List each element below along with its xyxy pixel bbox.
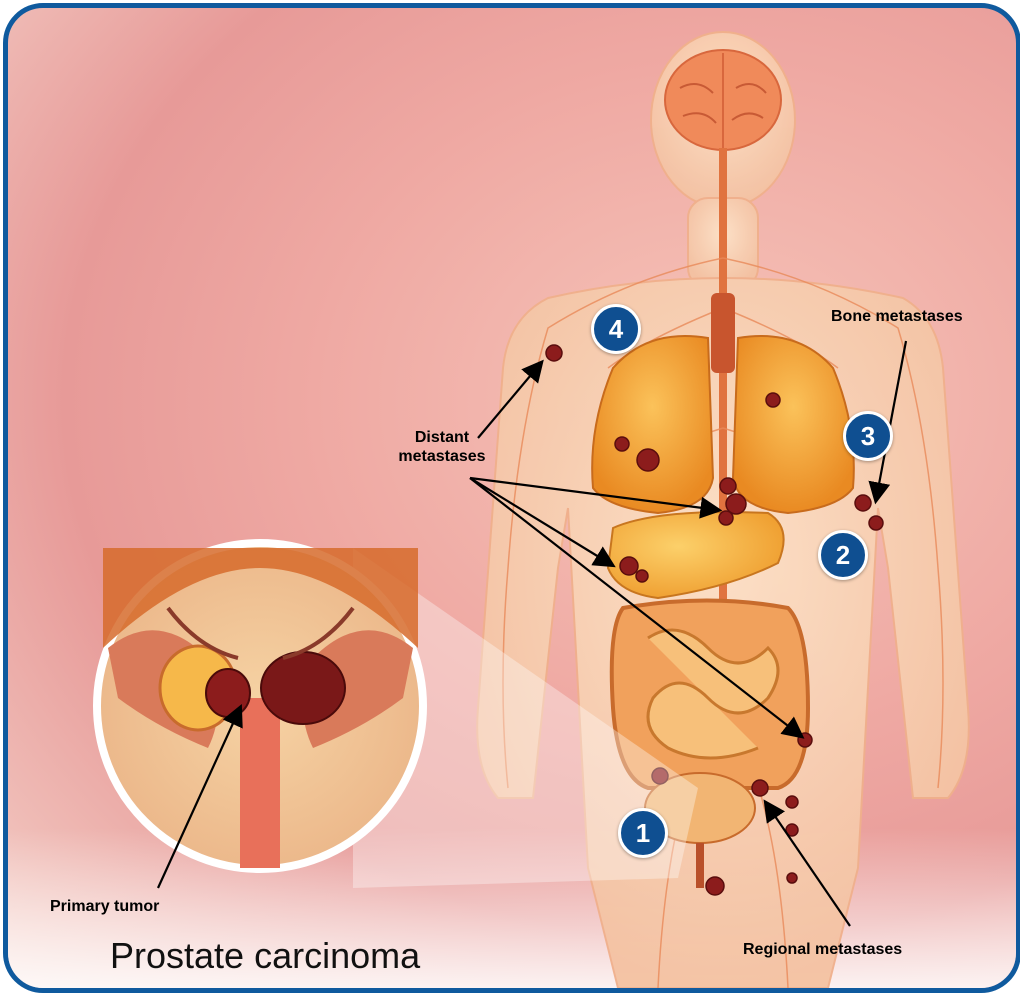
label-distant-line1: Distant (382, 428, 502, 447)
label-regional-metastases: Regional metastases (743, 941, 902, 959)
badge-3: 3 (843, 411, 893, 461)
caption-title: Prostate carcinoma (110, 935, 420, 977)
trachea (711, 293, 735, 373)
zoom-circle (97, 543, 423, 869)
badge-2: 2 (818, 530, 868, 580)
badge-4: 4 (591, 304, 641, 354)
label-distant-line2: metastases (382, 447, 502, 466)
anatomy-illustration (8, 8, 1016, 988)
label-primary-tumor: Primary tumor (50, 898, 159, 916)
label-bone-metastases: Bone metastases (831, 308, 963, 326)
label-distant-metastases: Distant metastases (382, 428, 502, 466)
badge-1: 1 (618, 808, 668, 858)
diagram-frame: Bone metastases Distant metastases Prima… (3, 3, 1020, 993)
